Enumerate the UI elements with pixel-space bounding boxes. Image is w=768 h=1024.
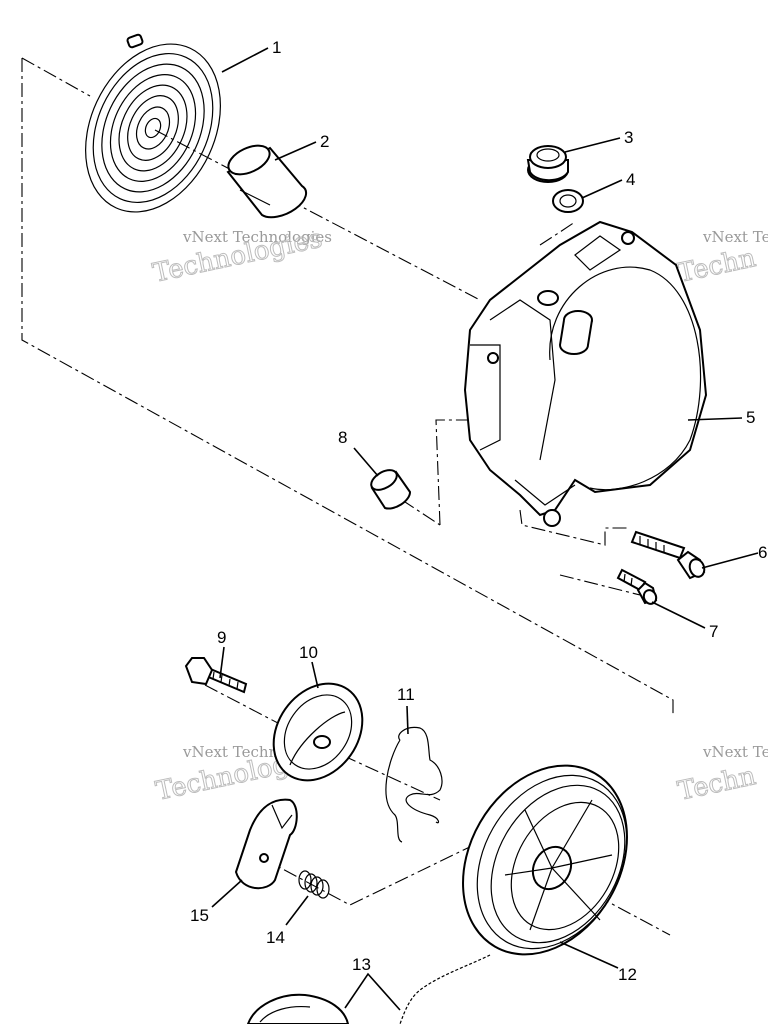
callout-13: 13 [352,955,371,974]
watermark-4: vNext Te Techn [675,743,768,807]
callout-6: 6 [758,543,767,562]
leader-lines [211,47,759,1011]
washer [552,189,584,213]
callout-11: 11 [397,685,415,704]
callout-1: 1 [272,38,281,57]
recoil-spring [85,33,221,213]
callout-numbers: 1 2 3 4 5 6 7 8 9 10 11 12 13 14 15 [190,38,767,984]
callout-12: 12 [618,965,637,984]
callout-14: 14 [266,928,285,947]
ratchet-guide-spring [385,726,443,843]
callout-5: 5 [746,408,755,427]
short-bolt [616,568,658,605]
watermark-text: vNext Te [702,228,768,246]
callout-10: 10 [299,643,318,662]
watermark-1: vNext Technologies Technologies [150,223,332,289]
cap-screw [184,657,248,694]
watermark-2: vNext Te Techn [675,228,768,289]
watermark-text-outline: Techn [675,243,759,289]
callout-2: 2 [320,132,329,151]
plug [526,145,569,183]
callout-9: 9 [217,628,226,647]
callout-7: 7 [709,622,718,641]
rope-and-handle [246,954,491,1024]
recoil-housing [463,220,708,527]
pulley [462,764,628,956]
ratchet [234,798,298,890]
callout-8: 8 [338,428,347,447]
ratchet-spring [298,870,330,899]
friction-plate [272,682,364,782]
callout-4: 4 [626,170,635,189]
watermark-text: vNext Te [702,743,768,761]
watermark-text: vNext Technologies [182,228,332,246]
watermark-text-outline: Techn [675,761,759,807]
assembly-lines [21,57,674,936]
callout-3: 3 [624,128,633,147]
bushing [226,144,308,219]
long-bolt [630,530,706,580]
callout-15: 15 [190,906,209,925]
